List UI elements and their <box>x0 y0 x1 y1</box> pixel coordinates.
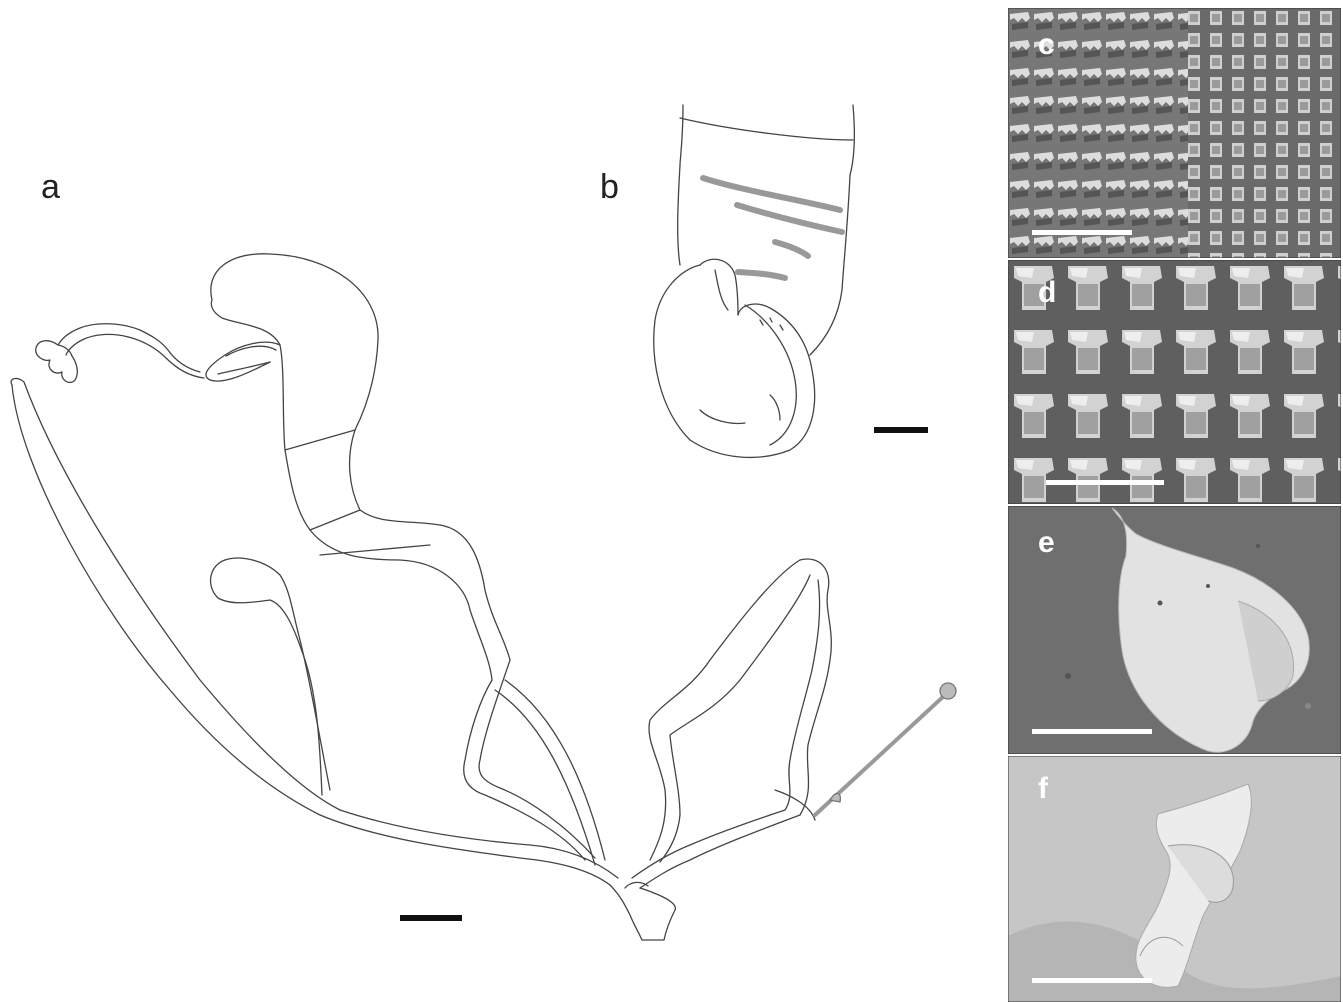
panel-label-c: c <box>1038 30 1055 60</box>
panel-label-a: a <box>41 170 60 204</box>
scale-bar-e <box>1032 729 1152 734</box>
panel-label-b: b <box>600 170 619 204</box>
gray-bands <box>703 178 842 278</box>
sem-photo-c: c <box>1008 8 1341 258</box>
scale-bar-a <box>400 915 462 921</box>
flagellum-drawing <box>815 683 956 815</box>
panel-label-f: f <box>1038 774 1048 804</box>
sem-photo-d: d <box>1008 260 1341 504</box>
penis-sheath-drawing <box>654 105 855 457</box>
scale-bar-b <box>874 427 928 433</box>
panel-label-d: d <box>1038 278 1056 308</box>
sem-photo-f: f <box>1008 756 1341 1002</box>
scale-bar-f <box>1032 978 1152 983</box>
panel-label-e: e <box>1038 528 1055 558</box>
line-drawing <box>0 0 1005 1002</box>
scale-bar-d <box>1046 480 1164 485</box>
reproductive-system-drawing <box>11 254 831 940</box>
sem-photo-e: e <box>1008 506 1341 754</box>
scale-bar-c <box>1032 230 1132 235</box>
